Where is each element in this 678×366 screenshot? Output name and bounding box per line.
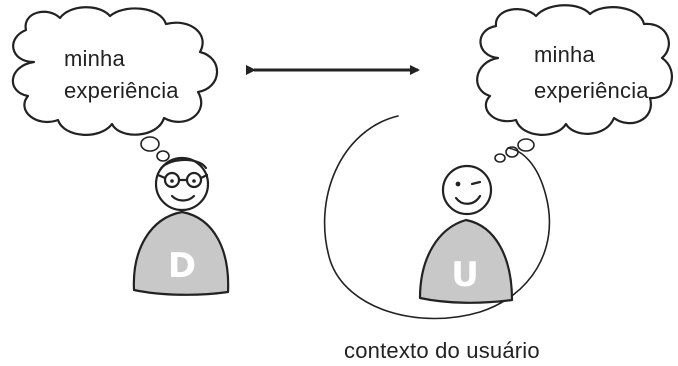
user-thought-cloud: minha experiência [476, 4, 673, 136]
designer-head [154, 156, 210, 212]
designer-badge: D [168, 246, 196, 286]
user-head [441, 164, 493, 216]
user-context-circle [323, 115, 551, 320]
designer-thought-line-1: minha [64, 46, 125, 71]
designer-figure: D [132, 156, 230, 296]
user-thought-line-2: experiência [534, 78, 649, 103]
context-caption: contexto do usuário [344, 338, 540, 363]
user-body [418, 218, 514, 304]
user-thought-bubbles [494, 138, 535, 163]
user-thought-line-1: minha [534, 42, 595, 67]
designer-thought-cloud: minha experiência [11, 6, 219, 136]
user-figure: U [418, 164, 514, 304]
glasses-icon [156, 171, 209, 189]
designer-thought-bubbles [140, 136, 170, 162]
designer-body [132, 210, 230, 296]
user-badge: U [451, 255, 479, 295]
designer-thought-line-2: experiência [64, 78, 179, 103]
